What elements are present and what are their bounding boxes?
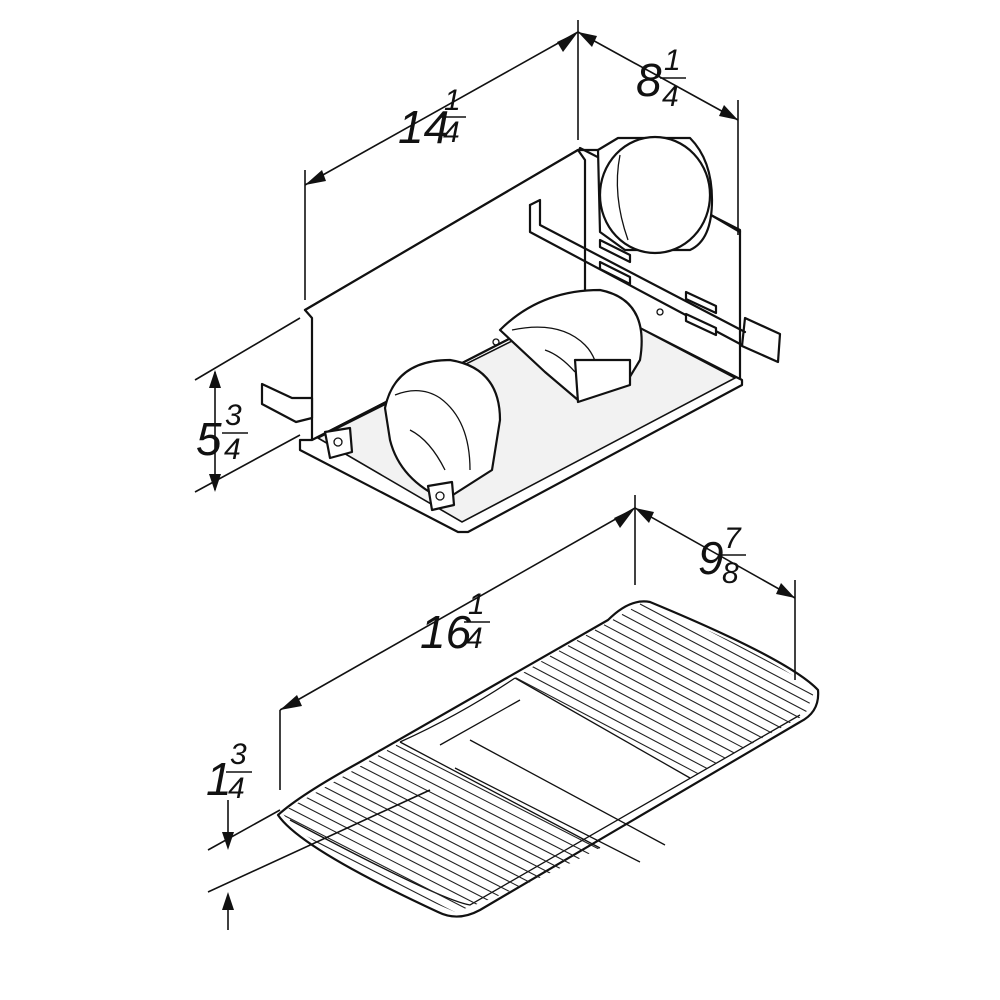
- grille-dimensions: [207, 495, 796, 930]
- svg-text:16: 16: [420, 606, 472, 658]
- label-housing-height: 5 3 4: [196, 399, 248, 466]
- label-grille-height: 1 3 4: [206, 738, 252, 805]
- svg-text:1: 1: [444, 84, 461, 117]
- svg-text:8: 8: [722, 557, 739, 590]
- svg-text:5: 5: [196, 413, 222, 465]
- label-housing-depth: 8 1 4: [636, 44, 686, 113]
- housing-dimensions: [194, 20, 739, 493]
- svg-text:3: 3: [230, 738, 247, 771]
- label-grille-depth: 9 7 8: [698, 522, 746, 590]
- svg-text:1: 1: [468, 588, 485, 621]
- svg-text:4: 4: [443, 116, 460, 149]
- svg-text:4: 4: [466, 622, 483, 655]
- svg-text:7: 7: [724, 522, 742, 555]
- svg-text:4: 4: [228, 772, 245, 805]
- svg-text:4: 4: [662, 80, 679, 113]
- svg-text:3: 3: [225, 399, 242, 432]
- svg-text:8: 8: [636, 54, 662, 106]
- grille-panel: [276, 600, 820, 918]
- svg-text:14: 14: [398, 101, 449, 153]
- svg-text:1: 1: [664, 44, 681, 77]
- fan-housing: [260, 135, 782, 534]
- svg-text:4: 4: [224, 433, 241, 466]
- svg-text:9: 9: [698, 532, 724, 584]
- svg-text:1: 1: [206, 753, 232, 805]
- label-housing-length: 14 1 4: [398, 84, 466, 153]
- label-grille-length: 16 1 4: [420, 588, 490, 658]
